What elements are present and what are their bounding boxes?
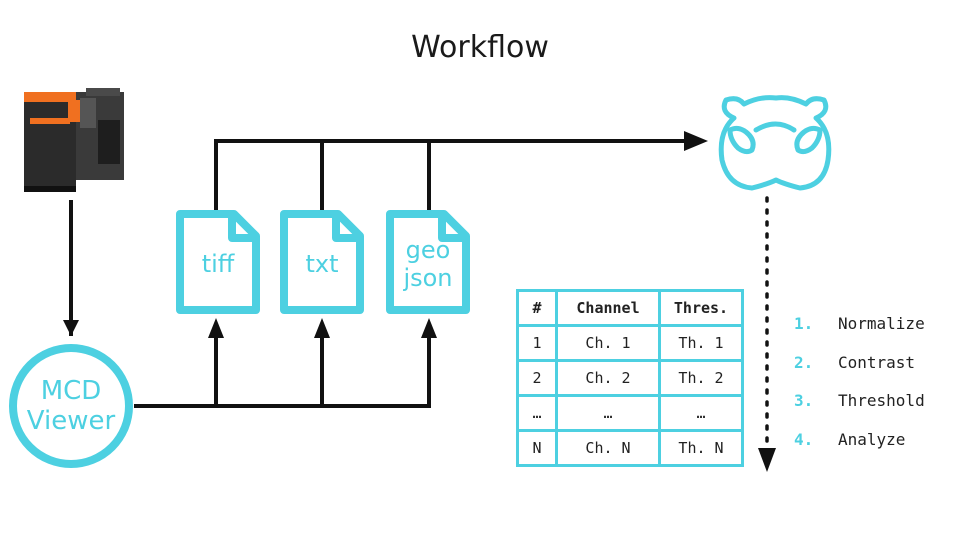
table-cell: Ch. N — [555, 429, 661, 467]
file-label-txt: txt — [305, 250, 339, 278]
table-cell: 2 — [516, 359, 558, 397]
arrow-to-txt — [314, 318, 330, 338]
table-cell: … — [555, 394, 661, 432]
mass-cytometer-icon — [24, 88, 124, 192]
mcd-viewer-circle — [9, 344, 133, 468]
viewer-line-1: MCD — [40, 376, 102, 406]
hippo-face-icon — [718, 95, 832, 191]
step-label: Contrast — [838, 352, 916, 372]
arrow-to-geojson — [421, 318, 437, 338]
table-header-row: # Channel Thres. — [516, 289, 744, 327]
header-channel: Channel — [555, 289, 661, 327]
step-number: 2. — [794, 352, 814, 372]
step-number: 1. — [794, 314, 814, 333]
table-row: N Ch. N Th. N — [516, 429, 744, 467]
table-cell: Th. 2 — [658, 359, 744, 397]
file-icon-geojson — [386, 210, 470, 314]
table-row: … … … — [516, 394, 744, 432]
step-item: 2. Contrast — [794, 351, 925, 390]
step-item: 1. Normalize — [794, 312, 925, 351]
file-label-tiff: tiff — [201, 250, 235, 278]
arrow-to-tiff — [208, 318, 224, 338]
header-threshold: Thres. — [658, 289, 744, 327]
step-number: 4. — [794, 429, 814, 449]
steps-list: 1. Normalize 2. Contrast 3. Threshold 4. Ana… — [794, 312, 925, 466]
table-cell: N — [516, 429, 558, 467]
table-row: 1 Ch. 1 Th. 1 — [516, 324, 744, 362]
step-number: 3. — [794, 391, 814, 410]
table-cell: … — [516, 394, 558, 432]
table-row: 2 Ch. 2 Th. 2 — [516, 359, 744, 397]
step-item: 3. Threshold — [794, 389, 925, 428]
step-label: Analyze — [838, 429, 906, 449]
page-title: Workflow — [411, 30, 549, 65]
header-index: # — [516, 289, 558, 327]
file-label-geojson: geo json — [403, 236, 453, 292]
mcd-viewer-label: MCD Viewer — [13, 376, 129, 436]
file-icon-txt — [280, 210, 364, 314]
table-cell: Th. 1 — [658, 324, 744, 362]
threshold-table: # Channel Thres. 1 Ch. 1 Th. 1 2 Ch. 2 T… — [516, 289, 744, 467]
table-cell: Ch. 1 — [555, 324, 661, 362]
step-item: 4. Analyze — [794, 428, 925, 467]
table-cell: Th. N — [658, 429, 744, 467]
step-label: Normalize — [838, 314, 925, 333]
viewer-line-2: Viewer — [26, 406, 116, 436]
step-label: Threshold — [838, 391, 925, 410]
table-cell: … — [658, 394, 744, 432]
table-cell: 1 — [516, 324, 558, 362]
table-cell: Ch. 2 — [555, 359, 661, 397]
file-icon-tiff — [176, 210, 260, 314]
